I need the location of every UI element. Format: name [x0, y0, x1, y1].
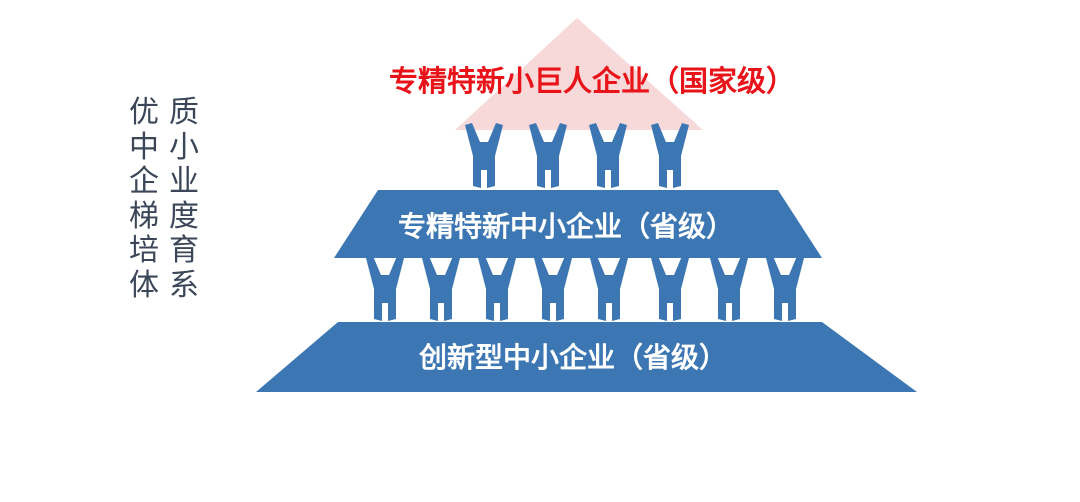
side-title-char: 系 — [169, 267, 199, 303]
person-icon — [766, 256, 804, 321]
side-title-char: 体 — [129, 267, 159, 303]
side-title-char: 优 — [129, 95, 159, 130]
middle-tier-band — [334, 190, 822, 258]
bottom-tier-band — [256, 322, 917, 392]
side-title-char: 业 — [169, 164, 199, 199]
side-title-right-column: 质 小 业 度 育 系 — [166, 95, 202, 303]
top-support-people — [465, 123, 689, 188]
top-tier-label: 专精特新小巨人企业（国家级） — [389, 64, 795, 98]
side-title-char: 培 — [129, 233, 159, 268]
bottom-tier-label: 创新型中小企业（省级） — [418, 341, 727, 374]
middle-support-people — [366, 256, 804, 321]
person-icon — [651, 256, 689, 321]
side-title-char: 育 — [169, 233, 199, 268]
person-icon — [590, 256, 628, 321]
side-title-char: 质 — [169, 95, 199, 130]
person-icon — [534, 256, 572, 321]
person-icon — [529, 123, 567, 188]
top-tier-triangle — [455, 18, 703, 130]
side-title-char: 度 — [169, 198, 199, 234]
person-icon — [478, 256, 516, 321]
person-icon — [465, 123, 503, 188]
person-icon — [710, 256, 748, 321]
side-title-char: 中 — [129, 129, 159, 165]
person-icon — [422, 256, 460, 321]
side-title-char: 小 — [169, 129, 199, 165]
side-title-char: 梯 — [129, 198, 159, 234]
side-title-left-column: 优 中 企 梯 培 体 — [126, 95, 162, 303]
middle-tier-label: 专精特新中小企业（省级） — [398, 210, 734, 243]
person-icon — [366, 256, 404, 321]
person-icon — [589, 123, 627, 188]
side-title-char: 企 — [129, 164, 159, 199]
person-icon — [651, 123, 689, 188]
